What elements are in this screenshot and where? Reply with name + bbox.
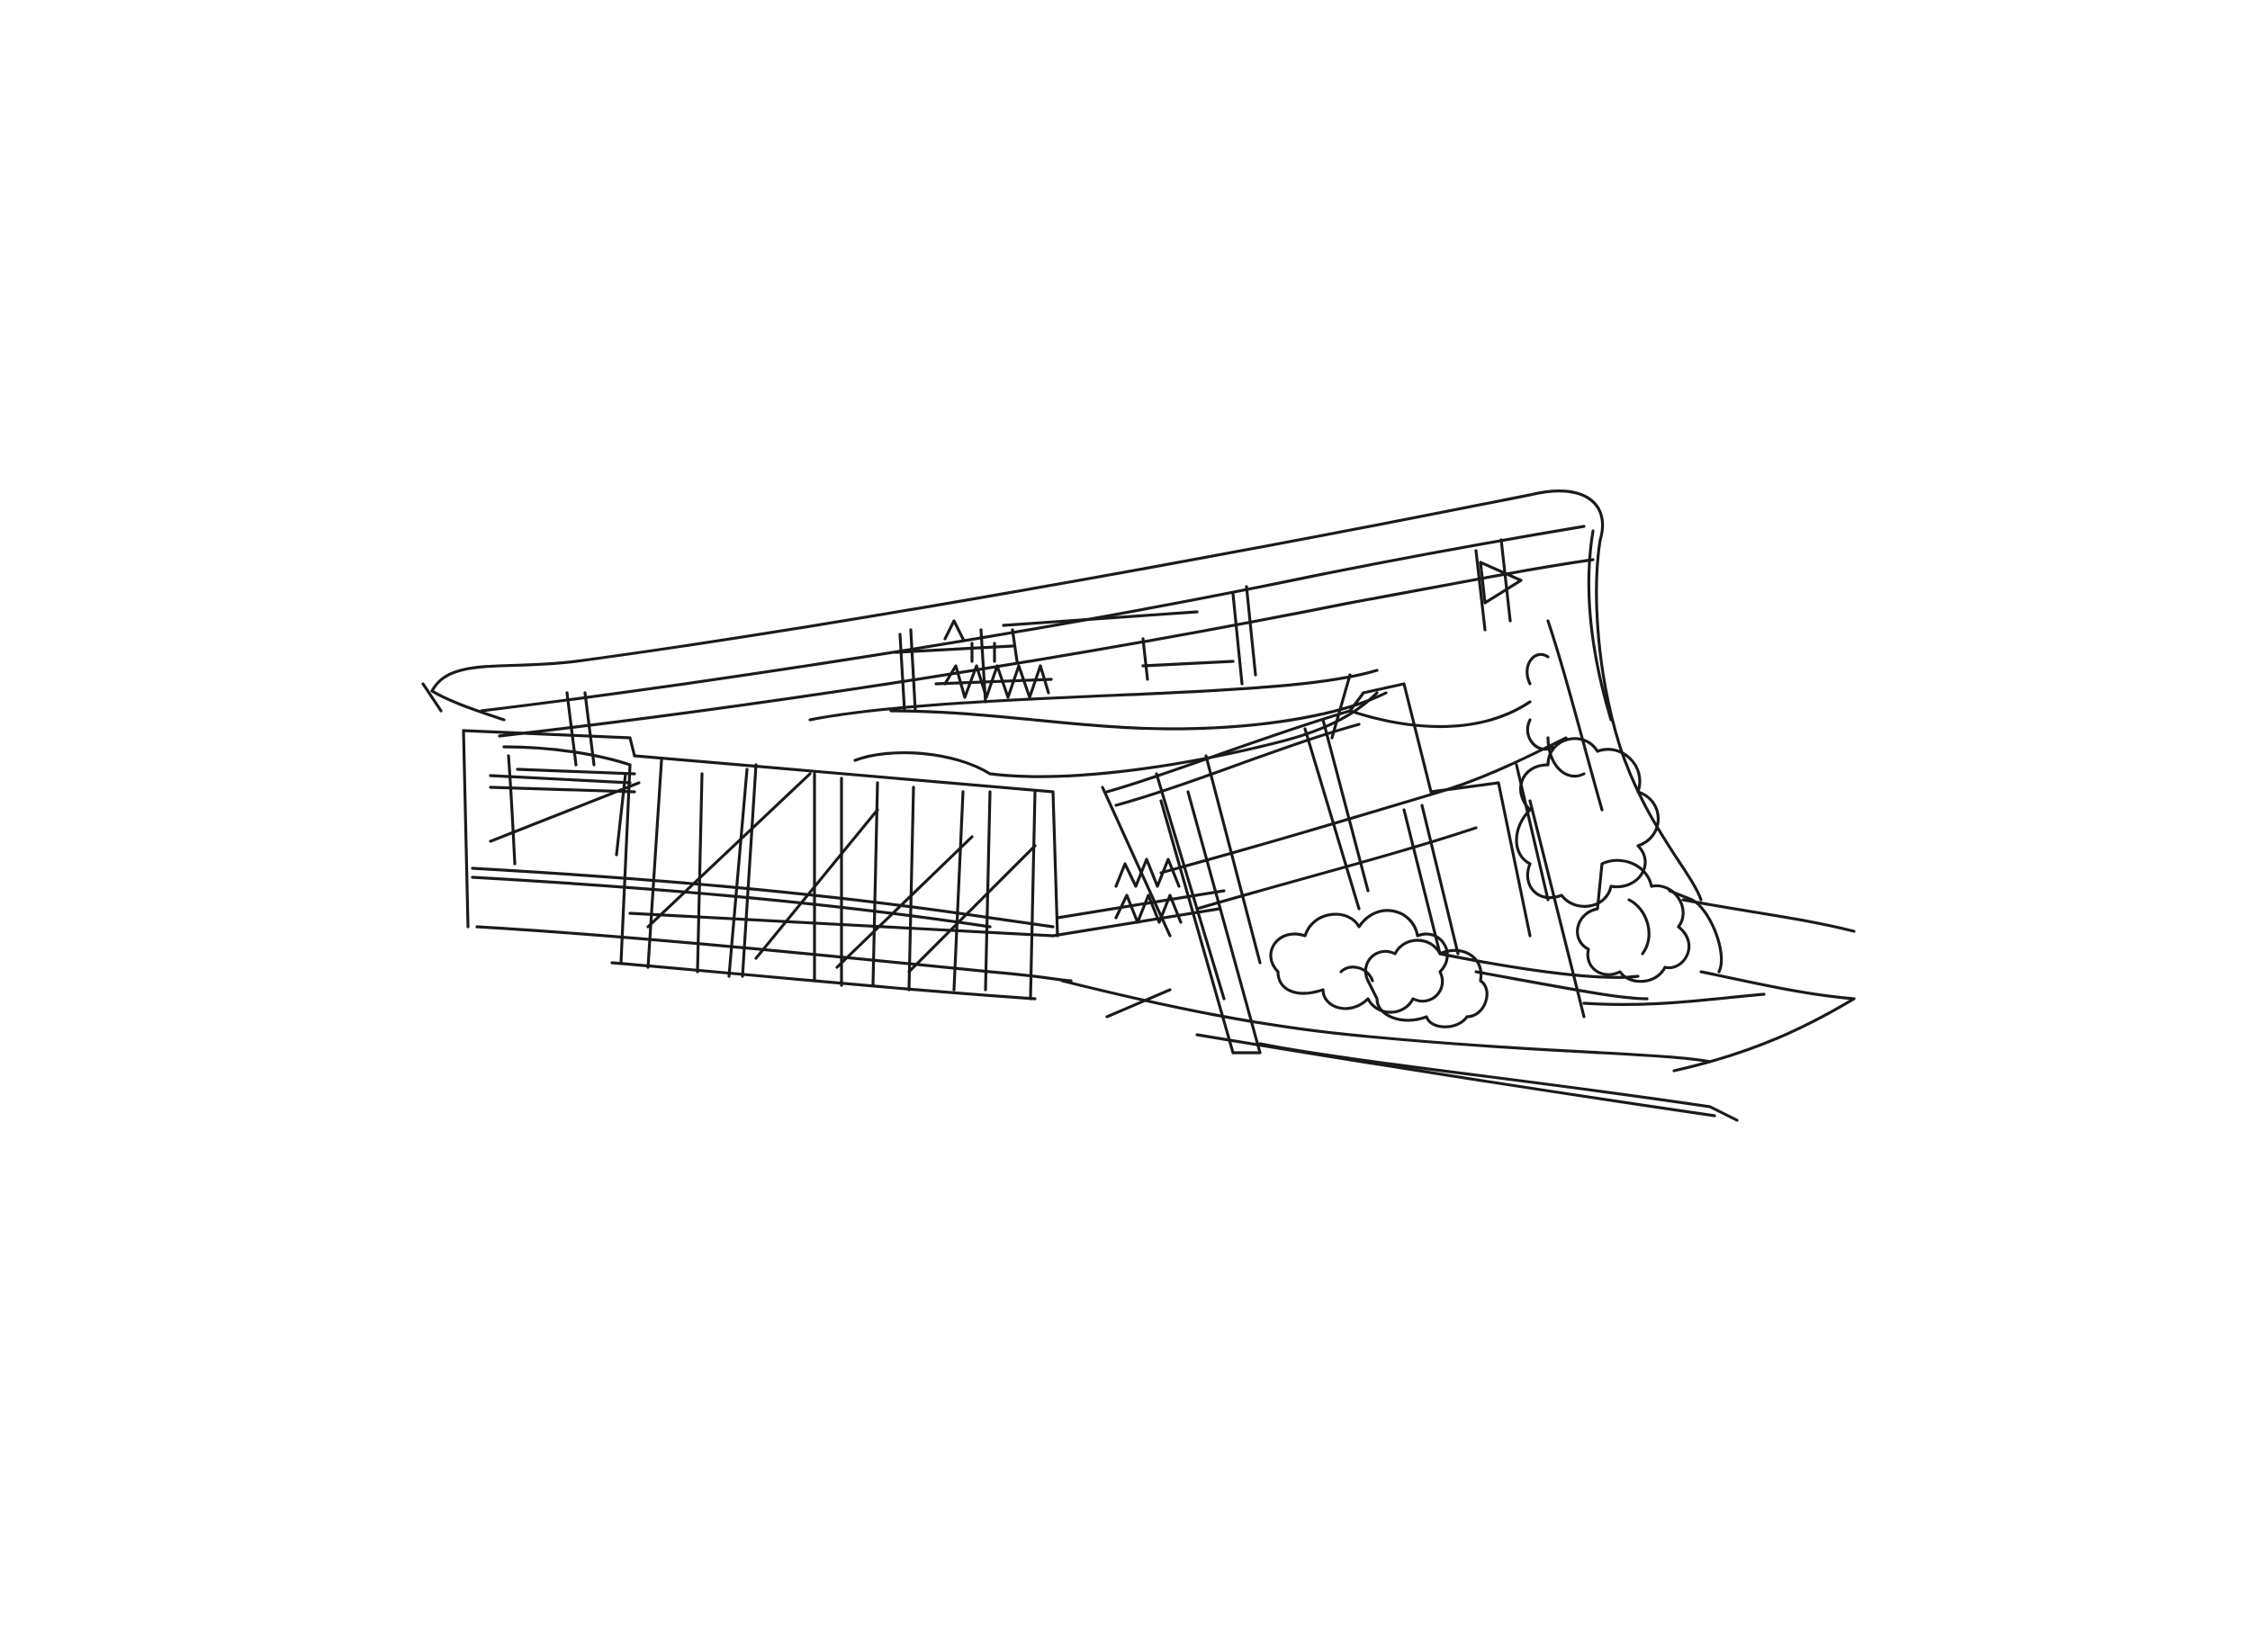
support-column — [1105, 790, 1262, 1055]
right-wing — [1051, 619, 1649, 1019]
middle-facade — [610, 754, 1059, 1001]
roof-canopy — [421, 489, 1703, 902]
terrace-edge — [808, 669, 1388, 778]
ground-plane — [1060, 898, 1856, 1122]
left-block — [462, 691, 1073, 983]
roof-details — [894, 538, 1523, 713]
